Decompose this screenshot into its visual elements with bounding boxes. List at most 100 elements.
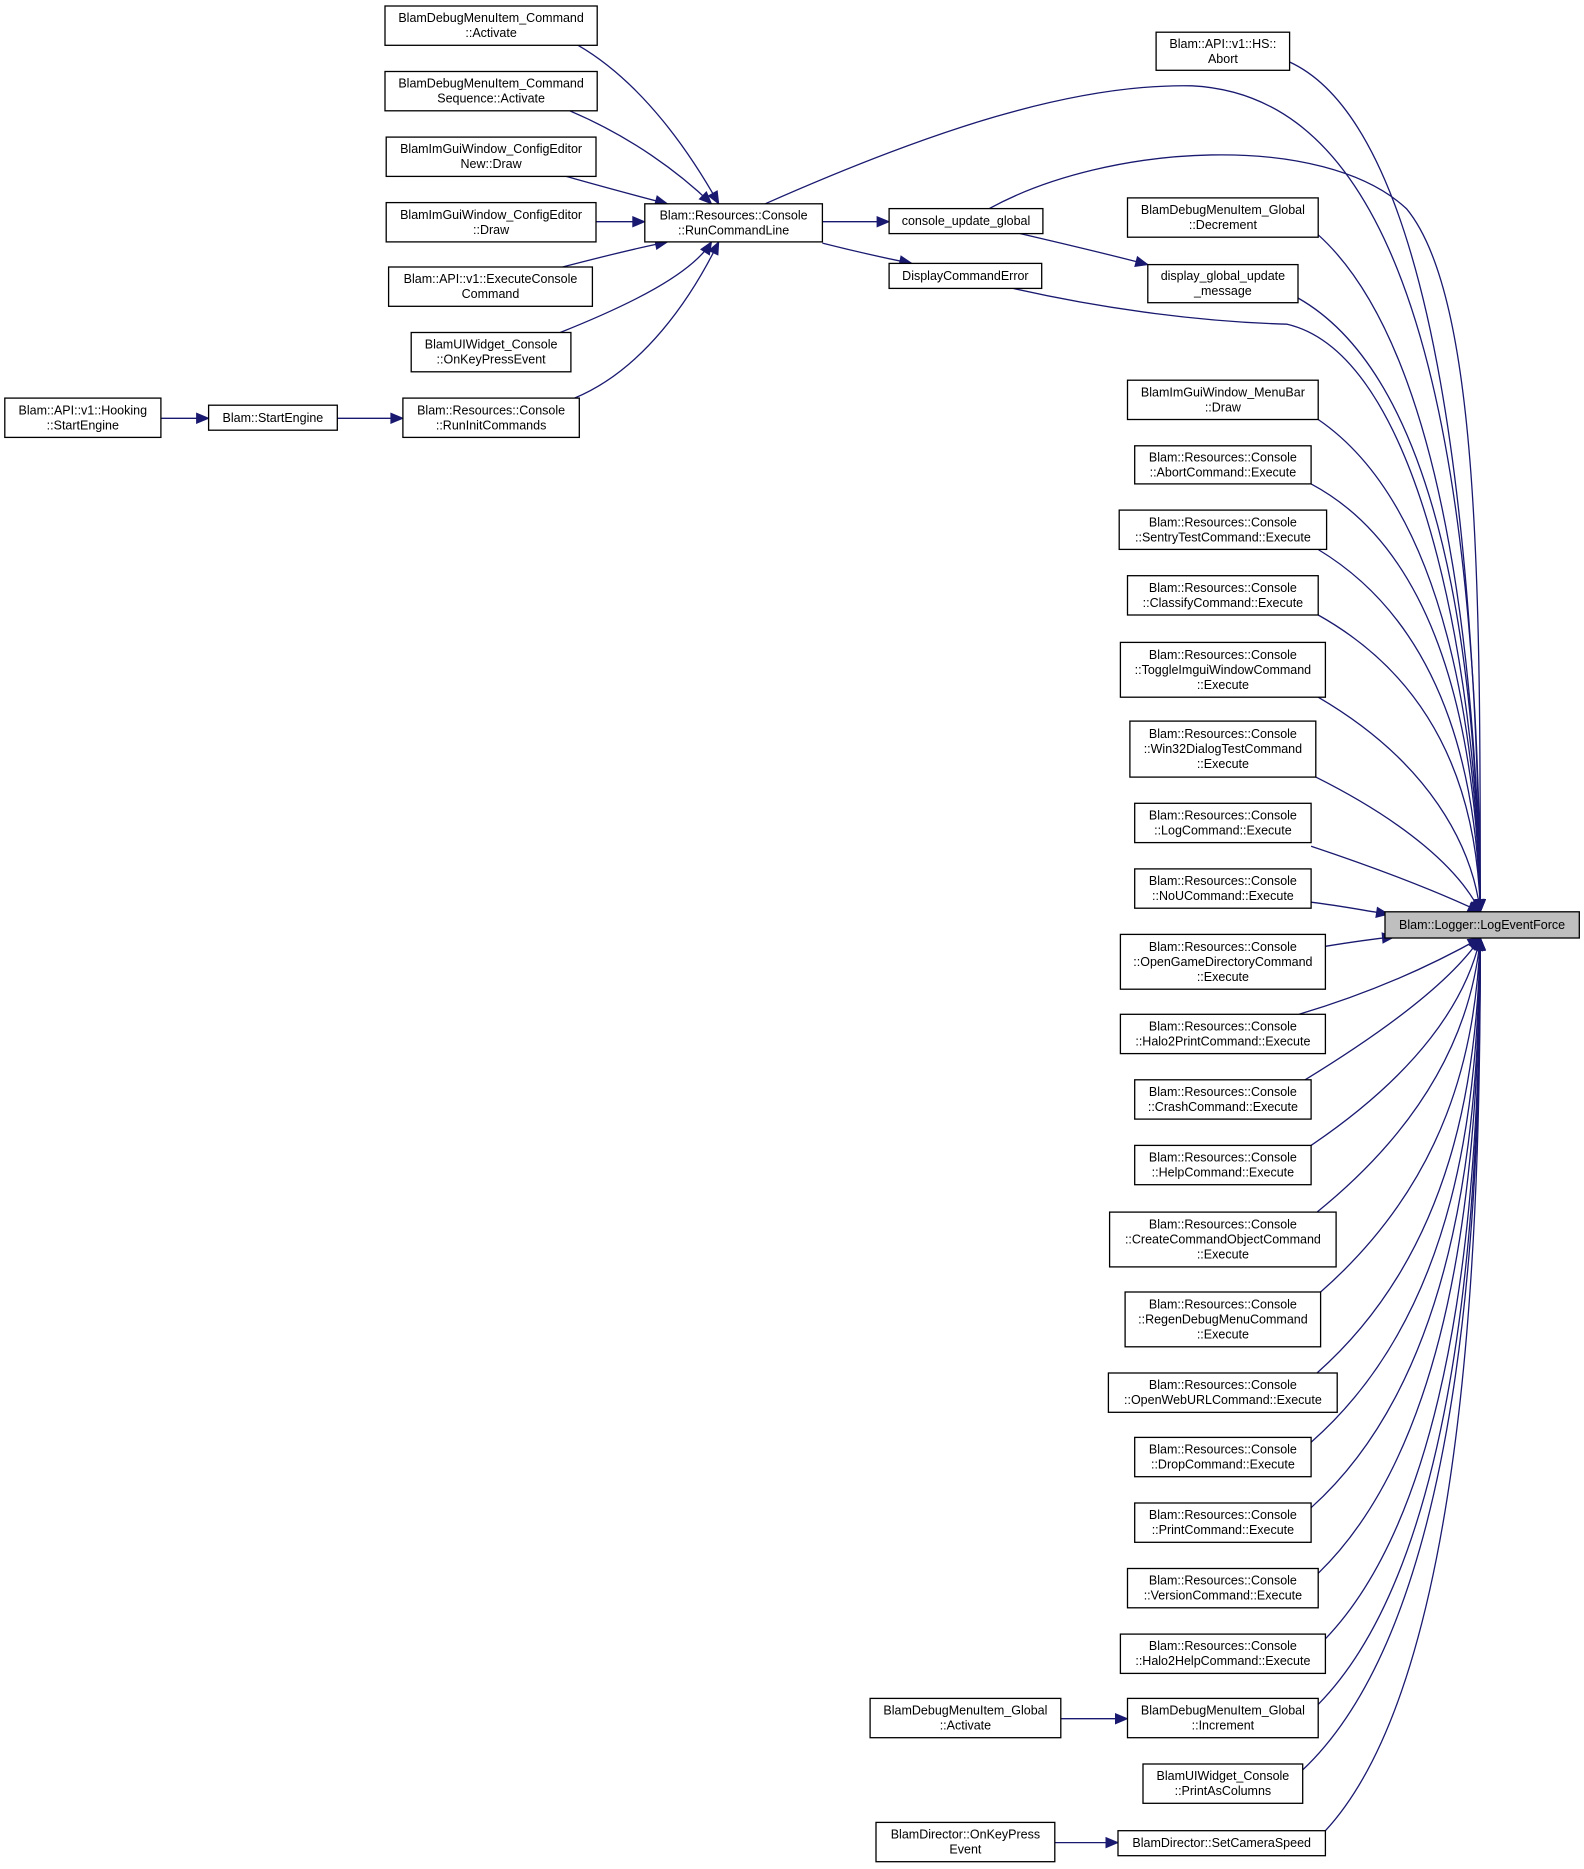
edge-versioncommand-to-logeventforce — [1317, 937, 1481, 1574]
node-label-line: Blam::Resources::Console — [1149, 1378, 1297, 1392]
node-label-line: ::Draw — [473, 223, 510, 237]
arrowhead-menuitem_commandsequence_activate-to-runcommandline — [698, 191, 713, 205]
node-startengine[interactable]: Blam::StartEngine — [207, 404, 338, 431]
node-runinitcommands[interactable]: Blam::Resources::Console::RunInitCommand… — [402, 397, 580, 439]
node-menuitem-command-activate[interactable]: BlamDebugMenuItem_Command::Activate — [384, 5, 598, 46]
node-printcommand[interactable]: Blam::Resources::Console::PrintCommand::… — [1134, 1502, 1312, 1543]
node-console-update-global[interactable]: console_update_global — [888, 207, 1044, 235]
node-box — [1134, 1502, 1312, 1543]
node-createcommandobjectcommand[interactable]: Blam::Resources::Console::CreateCommandO… — [1108, 1211, 1337, 1268]
edge-console_update_global-to-display_global_update — [1020, 232, 1148, 266]
node-label-line: Blam::Resources::Console — [1149, 1085, 1297, 1099]
node-box — [387, 266, 594, 307]
node-win32dialogtestcommand[interactable]: Blam::Resources::Console::Win32DialogTes… — [1129, 720, 1317, 778]
node-versioncommand[interactable]: Blam::Resources::Console::VersionCommand… — [1126, 1567, 1319, 1609]
node-label-line: ::CrashCommand::Execute — [1148, 1100, 1298, 1114]
node-label-line: ::LogCommand::Execute — [1154, 824, 1292, 838]
node-box — [888, 262, 1043, 290]
node-label-line: ::VersionCommand::Execute — [1144, 1589, 1302, 1603]
edge-helpcommand-to-logeventforce — [1310, 937, 1481, 1146]
node-label-line: Abort — [1208, 52, 1238, 66]
node-dropcommand[interactable]: Blam::Resources::Console::DropCommand::E… — [1134, 1436, 1312, 1478]
node-menubar-draw[interactable]: BlamImGuiWindow_MenuBar::Draw — [1126, 379, 1319, 421]
arrowhead-runinitcommands-to-runcommandline — [708, 240, 720, 256]
node-regendebugmenucommand[interactable]: Blam::Resources::Console::RegenDebugMenu… — [1124, 1291, 1322, 1348]
node-label-line: Blam::Resources::Console — [1149, 1020, 1297, 1034]
node-label-line: ::Increment — [1192, 1719, 1255, 1733]
node-label-line: ::Activate — [465, 26, 516, 40]
arrowhead-menuitem_global_activate-to-menuitem_global_increment — [1115, 1712, 1129, 1725]
node-menuitem-commandsequence-activate[interactable]: BlamDebugMenuItem_CommandSequence::Activ… — [384, 70, 598, 112]
node-label-line: ::PrintAsColumns — [1175, 1784, 1272, 1798]
node-label-line: BlamUIWidget_Console — [1157, 1769, 1290, 1783]
edge-printascolumns-to-logeventforce — [1302, 937, 1481, 1771]
node-label-line: Blam::Resources::Console — [1149, 450, 1297, 464]
node-label-line: DisplayCommandError — [902, 269, 1028, 283]
node-label-line: Blam::Resources::Console — [1149, 1297, 1297, 1311]
node-box — [1117, 1830, 1327, 1857]
node-menuitem-global-decrement[interactable]: BlamDebugMenuItem_Global::Decrement — [1126, 197, 1319, 238]
node-director-onkeypress[interactable]: BlamDirector::OnKeyPressEvent — [875, 1821, 1056, 1863]
node-label-line: ::RunInitCommands — [436, 418, 546, 432]
node-uiwidget-console-onkeypress[interactable]: BlamUIWidget_Console::OnKeyPressEvent — [410, 331, 572, 373]
node-halo2printcommand[interactable]: Blam::Resources::Console::Halo2PrintComm… — [1119, 1013, 1327, 1055]
node-display-global-update[interactable]: display_global_update_message — [1147, 263, 1299, 304]
node-box — [1129, 720, 1317, 778]
edge-classifycommand-to-logeventforce — [1317, 614, 1481, 912]
edge-win32dialogtestcommand-to-logeventforce — [1315, 776, 1481, 913]
node-runcommandline[interactable]: Blam::Resources::Console::RunCommandLine — [644, 203, 824, 243]
node-label-line: ::Decrement — [1189, 218, 1258, 232]
node-box — [1126, 197, 1319, 238]
node-label-line: console_update_global — [902, 214, 1031, 228]
node-box — [4, 397, 162, 439]
node-sentrytestcommand[interactable]: Blam::Resources::Console::SentryTestComm… — [1118, 509, 1328, 551]
node-label-line: Command — [462, 287, 520, 301]
node-crashcommand[interactable]: Blam::Resources::Console::CrashCommand::… — [1134, 1079, 1312, 1120]
node-helpcommand[interactable]: Blam::Resources::Console::HelpCommand::E… — [1134, 1144, 1312, 1186]
edge-runcommandline-to-logeventforce — [764, 85, 1481, 912]
node-setcameraspeed[interactable]: BlamDirector::SetCameraSpeed — [1117, 1830, 1327, 1857]
node-toggleimguiwindowcommand[interactable]: Blam::Resources::Console::ToggleImguiWin… — [1119, 641, 1327, 698]
node-printascolumns[interactable]: BlamUIWidget_Console::PrintAsColumns — [1142, 1763, 1304, 1804]
edge-menuitem_command_activate-to-runcommandline — [577, 44, 720, 205]
edge-toggleimguiwindowcommand-to-logeventforce — [1317, 696, 1481, 912]
node-label-line: ::PrintCommand::Execute — [1152, 1523, 1294, 1537]
node-hs-abort[interactable]: Blam::API::v1::HS::Abort — [1155, 31, 1291, 71]
node-box — [207, 404, 338, 431]
edge-logcommand-to-logeventforce — [1310, 845, 1481, 913]
node-label-line: ::ClassifyCommand::Execute — [1143, 596, 1304, 610]
node-logcommand[interactable]: Blam::Resources::Console::LogCommand::Ex… — [1134, 802, 1312, 844]
node-box — [1142, 1763, 1304, 1804]
node-label-line: Blam::Resources::Console — [1149, 1151, 1297, 1165]
node-box — [410, 331, 572, 373]
node-box — [1124, 1291, 1322, 1348]
edges-layer — [160, 44, 1487, 1849]
node-abortcommand[interactable]: Blam::Resources::Console::AbortCommand::… — [1134, 445, 1312, 485]
node-label-line: BlamImGuiWindow_ConfigEditor — [400, 142, 582, 156]
node-label-line: ::Activate — [940, 1719, 991, 1733]
node-classifycommand[interactable]: Blam::Resources::Console::ClassifyComman… — [1126, 575, 1319, 616]
node-opengamedirectorycommand[interactable]: Blam::Resources::Console::OpenGameDirect… — [1119, 933, 1327, 990]
node-hooking-startengine[interactable]: Blam::API::v1::Hooking::StartEngine — [4, 397, 162, 439]
node-label-line: ::NoUCommand::Execute — [1152, 889, 1294, 903]
node-label-line: ::Draw — [1205, 400, 1242, 414]
node-box — [1119, 1013, 1327, 1055]
node-displaycommanderror[interactable]: DisplayCommandError — [888, 262, 1043, 290]
node-menuitem-global-increment[interactable]: BlamDebugMenuItem_Global::Increment — [1126, 1697, 1319, 1739]
node-label-line: Blam::Resources::Console — [417, 403, 565, 417]
node-openweburlcommand[interactable]: Blam::Resources::Console::OpenWebURLComm… — [1107, 1372, 1338, 1413]
edge-halo2printcommand-to-logeventforce — [1298, 937, 1481, 1015]
node-noucommand[interactable]: Blam::Resources::Console::NoUCommand::Ex… — [1134, 868, 1312, 909]
node-label-line: Blam::StartEngine — [223, 411, 324, 425]
arrowhead-runcommandline-to-console_update_global — [876, 215, 891, 228]
node-label-line: Blam::Resources::Console — [1149, 874, 1297, 888]
node-label-line: New::Draw — [461, 157, 523, 171]
node-menuitem-global-activate[interactable]: BlamDebugMenuItem_Global::Activate — [869, 1697, 1062, 1739]
node-halo2helpcommand[interactable]: Blam::Resources::Console::Halo2HelpComma… — [1119, 1633, 1327, 1675]
node-box — [888, 207, 1044, 235]
node-label-line: BlamImGuiWindow_ConfigEditor — [400, 208, 582, 222]
node-box — [385, 136, 597, 178]
node-configeditor-draw[interactable]: BlamImGuiWindow_ConfigEditor::Draw — [385, 201, 597, 243]
